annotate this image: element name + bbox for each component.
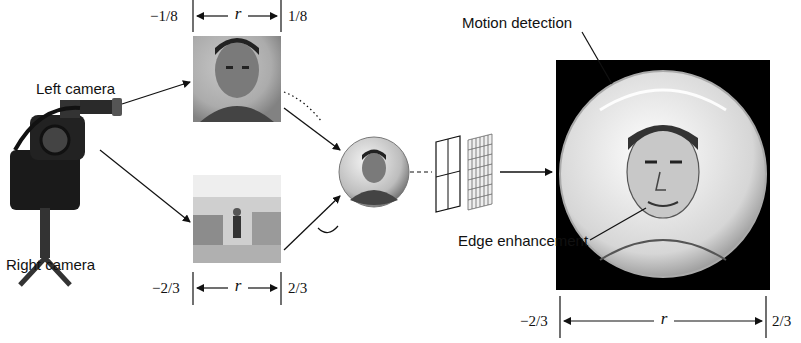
dimension-symbol: r — [233, 277, 244, 295]
arrow — [284, 108, 340, 150]
camera-label: Left camera — [36, 80, 115, 98]
arrow — [500, 171, 552, 172]
dimension-line — [193, 0, 281, 32]
arrow — [122, 82, 190, 104]
dimension-value: −2/3 — [152, 279, 180, 297]
angle-mark — [318, 226, 338, 233]
filter-frames — [436, 134, 492, 212]
leader-line — [582, 32, 612, 84]
dimension-line — [560, 296, 766, 338]
arrow — [284, 196, 340, 250]
face-closeup-image — [193, 36, 281, 122]
leader-line — [590, 208, 646, 240]
office-scene-image — [193, 175, 281, 263]
callout-label: Motion detection — [462, 14, 572, 32]
dimension-line — [193, 272, 281, 305]
dimension-value: −1/8 — [150, 7, 178, 25]
dimension-symbol: r — [233, 5, 244, 23]
dimension-value: 2/3 — [772, 312, 791, 330]
output-sphere-image — [556, 60, 770, 290]
camera-label: Right camera — [6, 256, 95, 274]
arrow — [100, 150, 190, 222]
dimension-value: 1/8 — [288, 7, 307, 25]
dashed-line — [410, 171, 432, 172]
dotted-line — [284, 92, 322, 122]
callout-label: Edge enhancement — [458, 232, 588, 250]
dimension-value: −2/3 — [520, 312, 548, 330]
dimension-value: 2/3 — [288, 279, 307, 297]
small-sphere — [339, 137, 409, 207]
dimension-symbol: r — [659, 310, 670, 328]
